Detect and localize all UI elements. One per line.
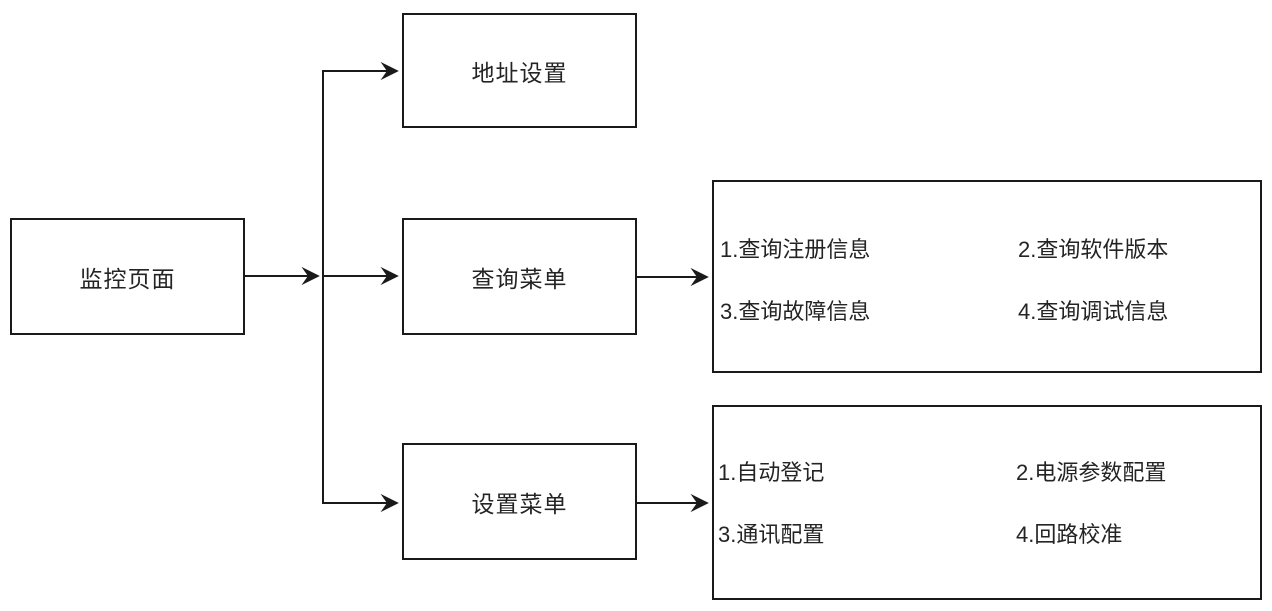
node-monitoring-page-label: 监控页面 [79, 265, 176, 292]
node-address-settings: 地址设置 [402, 13, 637, 128]
query-item-debug-info: 4.查询调试信息 [1018, 299, 1169, 324]
node-query-menu-label: 查询菜单 [471, 265, 568, 292]
query-menu-details-box: 1.查询注册信息 2.查询软件版本 3.查询故障信息 4.查询调试信息 [712, 180, 1262, 373]
setting-item-comm-config: 3.通讯配置 [718, 522, 825, 547]
node-monitoring-page: 监控页面 [10, 218, 245, 335]
node-query-menu: 查询菜单 [402, 218, 637, 335]
settings-menu-details-box: 1.自动登记 2.电源参数配置 3.通讯配置 4.回路校准 [712, 405, 1262, 600]
setting-item-loop-calibration: 4.回路校准 [1016, 522, 1123, 547]
setting-item-auto-register: 1.自动登记 [718, 460, 825, 485]
query-item-register-info: 1.查询注册信息 [720, 237, 871, 262]
query-item-fault-info: 3.查询故障信息 [720, 299, 871, 324]
node-settings-menu: 设置菜单 [402, 443, 637, 560]
query-item-software-version: 2.查询软件版本 [1018, 237, 1169, 262]
node-address-settings-label: 地址设置 [471, 59, 568, 86]
node-settings-menu-label: 设置菜单 [471, 490, 568, 517]
setting-item-power-params: 2.电源参数配置 [1016, 460, 1167, 485]
